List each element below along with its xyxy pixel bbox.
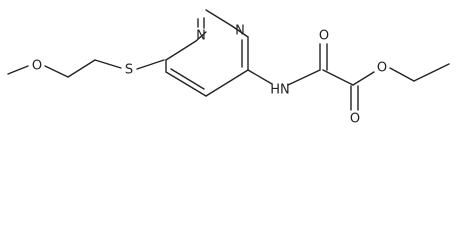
bond-ring-c6-n1 [165, 40, 197, 61]
bond-group [7, 9, 450, 111]
atom-label-sulfur: S [125, 63, 133, 78]
bond-ch2-sulfur [94, 59, 122, 69]
bond-ring-nh [247, 69, 273, 85]
bond-amide-ester [322, 69, 354, 86]
atom-label-amide-nh: HN [270, 83, 290, 98]
atom-label-oxygen-ether: O [32, 59, 42, 74]
atom-label-oxygen-ester-single: O [377, 61, 387, 76]
bond-ring-n3-up [231, 25, 249, 38]
bond-ch2-ch2 [67, 59, 96, 78]
bond-oxygen-ch2 [44, 65, 69, 78]
bond-nh-amide-carbon [287, 69, 321, 86]
bond-ring-c5-c6-double [170, 68, 205, 90]
atom-label-oxygen-amide: O [319, 29, 329, 44]
bond-ring-n1-down [195, 31, 207, 42]
bond-methyl-oxygen [7, 65, 29, 75]
atom-label-group: O S N N HN O O O [32, 24, 387, 127]
bond-ring-c5-c6 [165, 71, 207, 97]
bond-ester-oxygen [352, 71, 375, 86]
atom-label-oxygen-ester-carbonyl: O [350, 112, 360, 127]
bond-sulfur-ring [136, 59, 165, 70]
bond-oxygen-ethyl-ch2 [389, 67, 415, 82]
bond-ethyl [413, 63, 450, 82]
chemical-structure-diagram: O S N N HN O O O [7, 9, 450, 127]
atom-label-nitrogen-ring-top: N [196, 29, 206, 44]
atom-label-nitrogen-ring-right: N [235, 24, 245, 39]
bond-ring-c2-n3 [205, 9, 233, 27]
bond-ring-c4-c5 [205, 69, 249, 97]
